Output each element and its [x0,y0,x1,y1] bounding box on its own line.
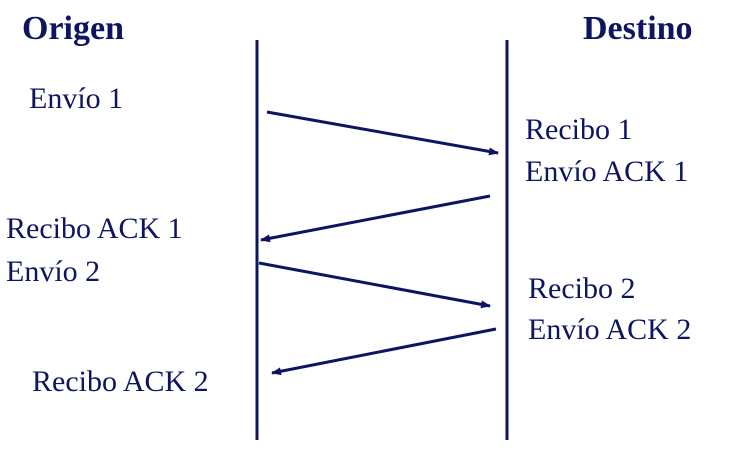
label-send-1: Envío 1 [29,82,124,115]
label-receive-ack-1: Recibo ACK 1 [6,212,183,245]
label-receive-ack-2: Recibo ACK 2 [32,365,209,398]
label-send-ack-1: Envío ACK 1 [525,155,689,188]
arrow-send-1 [266,110,499,156]
label-send-ack-2: Envío ACK 2 [528,313,692,346]
label-receive-2: Recibo 2 [528,272,636,305]
arrow-send-2 [258,261,491,309]
arrow-ack-2 [271,327,497,376]
label-send-2: Envío 2 [6,255,101,288]
arrow-ack-1 [260,194,491,243]
destination-heading: Destino [583,10,693,47]
origin-heading: Origen [22,10,124,47]
label-receive-1: Recibo 1 [525,113,633,146]
